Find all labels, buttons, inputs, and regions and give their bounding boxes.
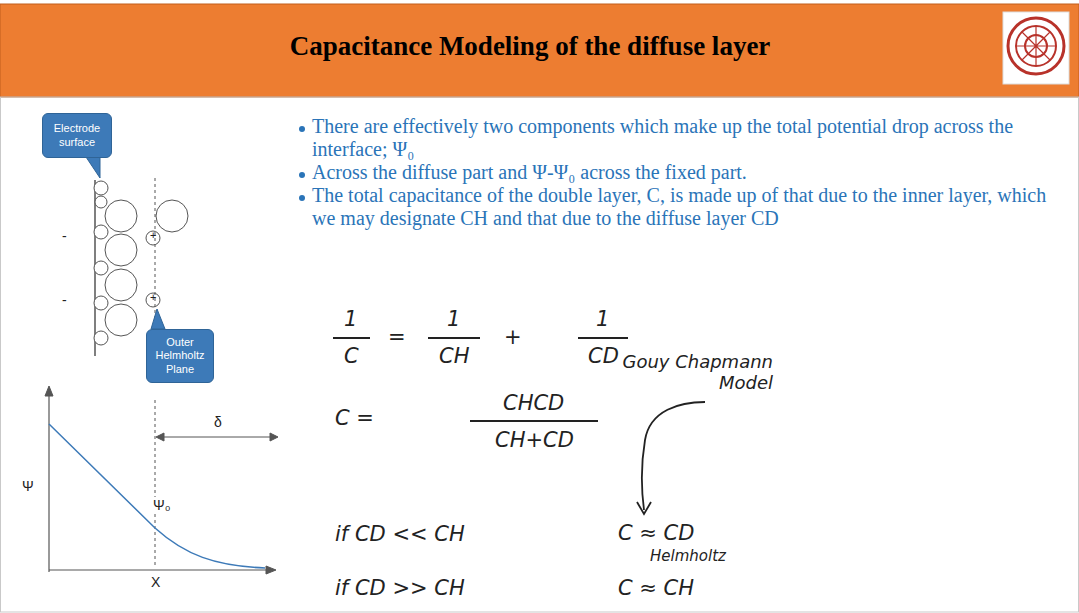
callout-text: Electrode surface: [47, 122, 107, 148]
charge-sign: -: [62, 228, 67, 244]
callout-box: Outer Helmholtz Plane: [146, 329, 214, 383]
slide-border: [1, 97, 1079, 612]
axis-label: Ψ: [22, 478, 34, 494]
condition-text: if CD << CH: [335, 522, 465, 546]
equation-term: C ≈ CD: [618, 521, 694, 545]
dimension-label: δ: [214, 414, 222, 430]
equation-term: 1: [596, 307, 609, 331]
equation-term: 1: [447, 307, 460, 331]
model-note: Helmholtz: [650, 548, 726, 565]
header-band: [0, 4, 1079, 97]
condition-text: if CD >> CH: [335, 576, 465, 600]
slide-title: Capacitance Modeling of the diffuse laye…: [60, 31, 1000, 62]
potential-graph: [45, 386, 278, 574]
equation-term: C ≈ CH: [618, 576, 694, 600]
callout-text: Outer Helmholtz Plane: [151, 336, 209, 376]
bullet-text: There are effectively two components whi…: [312, 115, 1074, 161]
bullet-dots: [299, 126, 305, 201]
logo: [1003, 12, 1069, 84]
equation-term: CH+CD: [495, 428, 574, 452]
equation-term: =: [388, 325, 406, 349]
charge-sign: +: [150, 291, 156, 304]
bullet-text: Across the diffuse part and Ψ-Ψ₀ across …: [312, 161, 1074, 184]
electrode-illustration: [86, 157, 188, 356]
equation-term: +: [504, 325, 522, 349]
equation-term: C =: [335, 406, 374, 430]
charge-sign: -: [62, 292, 67, 308]
callout-box: Electrode surface: [42, 113, 112, 158]
bullet-text: The total capacitance of the double laye…: [312, 184, 1074, 230]
model-note: Gouy Chapmann Model: [595, 352, 773, 393]
equation-term: C: [344, 344, 359, 368]
axis-label: X: [151, 574, 160, 590]
equation-term: CD: [588, 344, 619, 368]
equation-term: CH: [439, 344, 469, 368]
axis-label: Ψ₀: [152, 497, 172, 513]
equation-term: CHCD: [503, 391, 564, 415]
equation-term: 1: [344, 307, 357, 331]
charge-sign: +: [150, 229, 156, 242]
